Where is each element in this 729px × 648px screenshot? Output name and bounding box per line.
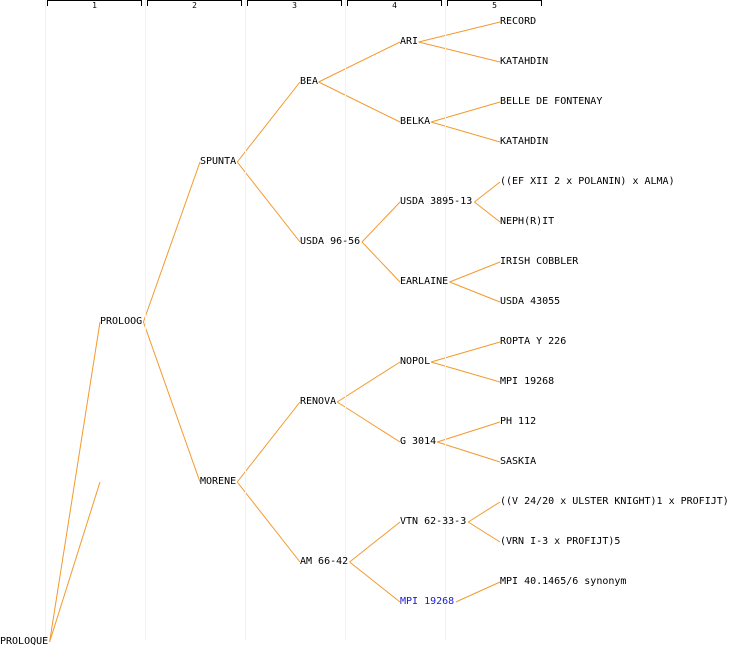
pedigree-node: ARI [400, 36, 419, 47]
generation-number: 2 [192, 1, 197, 10]
pedigree-edge [430, 121, 501, 143]
pedigree-node: PROLOOG [100, 316, 143, 327]
pedigree-node: MPI 19268 [500, 376, 555, 387]
generation-number: 4 [392, 1, 397, 10]
pedigree-edge [437, 421, 501, 443]
pedigree-edge [142, 161, 201, 323]
generation-number: 3 [292, 1, 297, 10]
pedigree-edge [455, 581, 501, 603]
pedigree-node: NOPOL [400, 356, 431, 367]
pedigree-node: ((V 24/20 x ULSTER KNIGHT)1 x PROFIJT) [500, 496, 729, 507]
pedigree-node: USDA 96-56 [300, 236, 361, 247]
generation-guide [145, 0, 146, 640]
pedigree-edge [449, 281, 501, 303]
pedigree-edge [437, 441, 501, 463]
generation-number: 1 [92, 1, 97, 10]
generation-header [147, 0, 242, 6]
pedigree-edge [349, 521, 401, 563]
pedigree-edges [49, 21, 501, 643]
pedigree-node: RENOVA [300, 396, 337, 407]
pedigree-node: SPUNTA [200, 156, 237, 167]
pedigree-node: IRISH COBBLER [500, 256, 579, 267]
pedigree-node: AM 66-42 [300, 556, 349, 567]
pedigree-edge [349, 561, 401, 603]
generation-guide [445, 0, 446, 640]
pedigree-node: BEA [300, 76, 319, 87]
pedigree-edge [467, 521, 501, 543]
pedigree-node: SASKIA [500, 456, 537, 467]
pedigree-edge [318, 81, 401, 123]
pedigree-node: ROPTA Y 226 [500, 336, 567, 347]
pedigree-node: ((EF XII 2 x POLANIN) x ALMA) [500, 176, 675, 187]
pedigree-edge [142, 321, 201, 483]
generation-guide [345, 0, 346, 640]
pedigree-edge [361, 201, 401, 243]
generation-header [347, 0, 442, 6]
pedigree-node: EARLAINE [400, 276, 449, 287]
pedigree-edge [474, 181, 501, 203]
pedigree-node[interactable]: MPI 19268 [400, 596, 455, 607]
pedigree-edge [430, 361, 501, 383]
pedigree-edge [361, 241, 401, 283]
generation-header [447, 0, 542, 6]
pedigree-node: KATAHDIN [500, 56, 549, 67]
generation-header [47, 0, 142, 6]
pedigree-edge [236, 481, 301, 563]
pedigree-node: (VRN I-3 x PROFIJT)5 [500, 536, 621, 547]
pedigree-node: NEPH(R)IT [500, 216, 555, 227]
generation-guide [245, 0, 246, 640]
pedigree-edge [418, 41, 501, 63]
pedigree-edge [49, 321, 101, 643]
pedigree-edge [474, 201, 501, 223]
pedigree-edge [49, 481, 101, 643]
generation-guide [45, 0, 46, 640]
pedigree-edge [336, 401, 401, 443]
pedigree-node: MPI 40.1465/6 synonym [500, 576, 627, 587]
pedigree-node: PROLOQUE [0, 636, 49, 647]
pedigree-node: USDA 3895-13 [400, 196, 473, 207]
pedigree-edge [449, 261, 501, 283]
pedigree-edge [236, 81, 301, 163]
pedigree-edge [418, 21, 501, 43]
pedigree-node: VTN 62-33-3 [400, 516, 467, 527]
generation-number: 5 [492, 1, 497, 10]
pedigree-edge [236, 401, 301, 483]
pedigree-node: G 3014 [400, 436, 437, 447]
pedigree-node: USDA 43055 [500, 296, 561, 307]
pedigree-node: PH 112 [500, 416, 537, 427]
pedigree-node: BELKA [400, 116, 431, 127]
pedigree-edge [236, 161, 301, 243]
generation-header [247, 0, 342, 6]
pedigree-node: KATAHDIN [500, 136, 549, 147]
pedigree-edge [430, 101, 501, 123]
pedigree-edge [467, 501, 501, 523]
pedigree-node: BELLE DE FONTENAY [500, 96, 603, 107]
pedigree-edge [336, 361, 401, 403]
pedigree-node: MORENE [200, 476, 237, 487]
pedigree-edge [430, 341, 501, 363]
pedigree-node: RECORD [500, 16, 537, 27]
pedigree-edge [318, 41, 401, 83]
